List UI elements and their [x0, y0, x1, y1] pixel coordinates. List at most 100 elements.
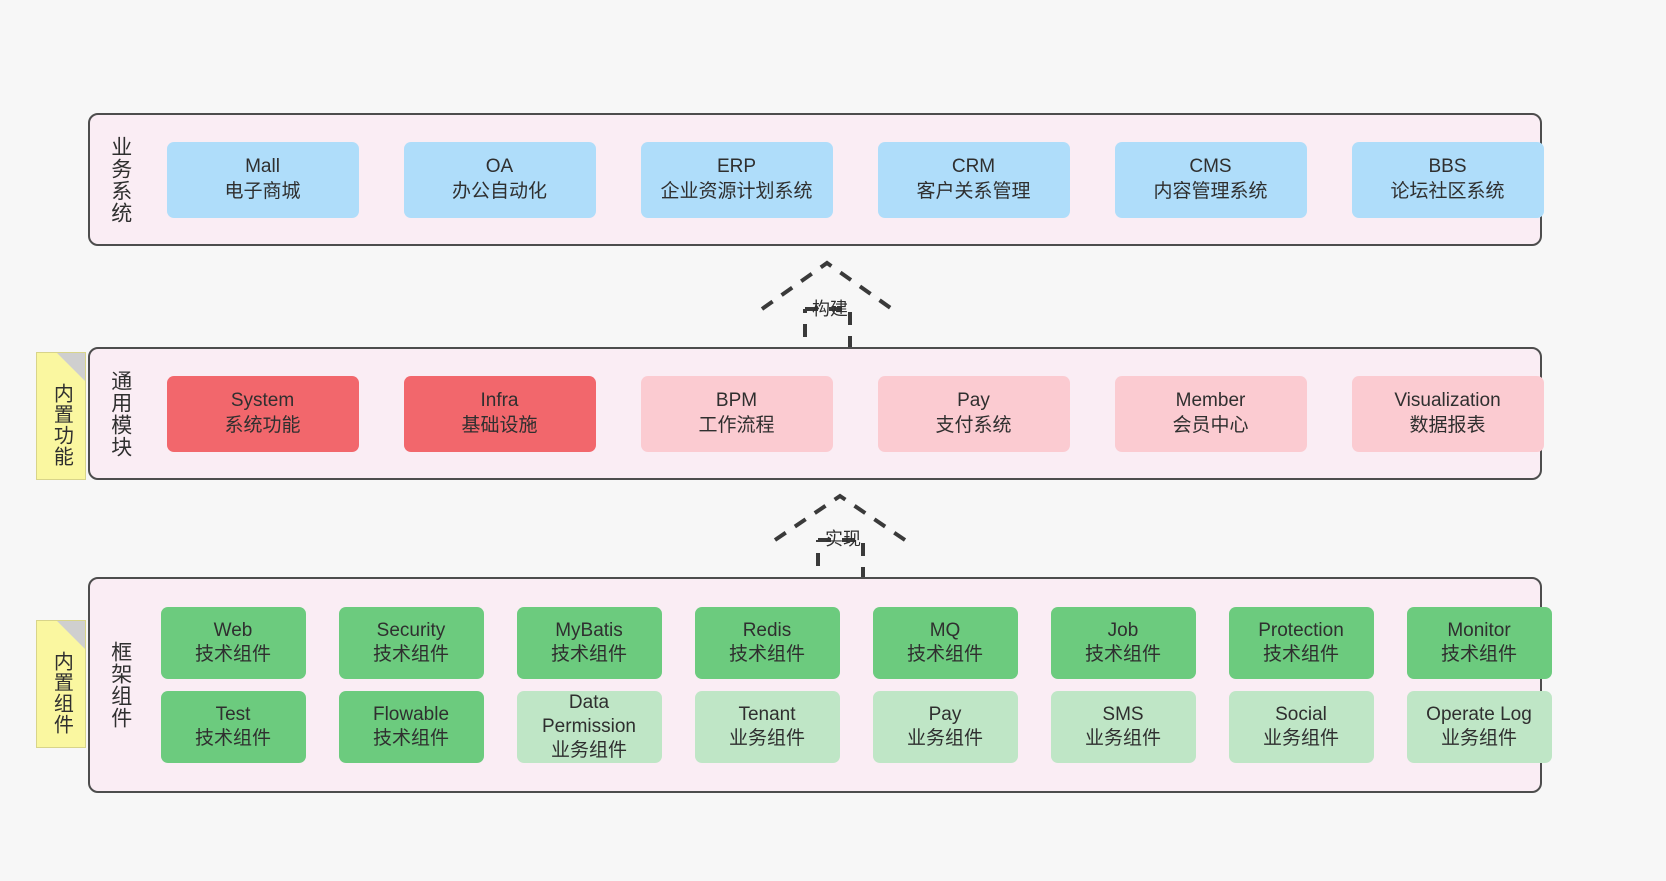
card-data-permission[interactable]: Data Permission 业务组件 — [516, 691, 662, 763]
card-title: System — [230, 390, 295, 412]
card-subtitle: 技术组件 — [1440, 644, 1517, 665]
card-title: Job — [1107, 619, 1139, 641]
layer-title-framework-component: 框架组件 — [108, 641, 132, 729]
card-subtitle: 业务组件 — [906, 728, 983, 749]
card-subtitle: 办公自动化 — [451, 180, 547, 202]
card-title: CMS — [1189, 156, 1232, 178]
sticky-fold-corner — [57, 621, 85, 649]
card-redis[interactable]: Redis 技术组件 — [694, 607, 840, 679]
card-flowable[interactable]: Flowable 技术组件 — [338, 691, 484, 763]
card-subtitle: 技术组件 — [194, 728, 271, 749]
card-operate-log[interactable]: Operate Log 业务组件 — [1406, 691, 1552, 763]
card-subtitle: 技术组件 — [728, 644, 805, 665]
card-title: OA — [485, 156, 514, 178]
card-title: Pay — [928, 703, 962, 725]
card-title: Member — [1175, 390, 1246, 412]
card-title: Social — [1275, 703, 1327, 725]
card-subtitle: 客户关系管理 — [916, 180, 1031, 202]
card-title: BBS — [1428, 156, 1467, 178]
card-pay[interactable]: Pay 业务组件 — [872, 691, 1018, 763]
card-subtitle: 业务组件 — [1440, 728, 1517, 749]
connector-build-label: 构建 — [812, 299, 848, 319]
implement-arrowhead — [773, 493, 907, 542]
card-subtitle: 电子商城 — [224, 180, 301, 202]
layer-title-business-system: 业务系统 — [108, 135, 132, 224]
card-title: Operate Log — [1426, 703, 1532, 725]
sticky-note-builtin-function: 内置功能 — [36, 352, 86, 480]
card-subtitle: 基础设施 — [461, 414, 538, 436]
card-title: Infra — [480, 390, 519, 412]
card-social[interactable]: Social 业务组件 — [1228, 691, 1374, 763]
card-title: Visualization — [1394, 390, 1501, 412]
card-test[interactable]: Test 技术组件 — [160, 691, 306, 763]
sticky-note-builtin-component: 内置组件 — [36, 620, 86, 748]
card-subtitle: 工作流程 — [698, 414, 775, 436]
card-security[interactable]: Security 技术组件 — [338, 607, 484, 679]
card-sms[interactable]: SMS 业务组件 — [1050, 691, 1196, 763]
card-subtitle: 技术组件 — [372, 644, 449, 665]
card-subtitle: 技术组件 — [372, 728, 449, 749]
card-row: Test 技术组件 Flowable 技术组件 Data Permission 业务组件 T… — [144, 691, 1568, 763]
card-title: SMS — [1102, 703, 1144, 725]
connector-build: 构建 — [755, 257, 905, 350]
card-title: Test — [215, 703, 251, 725]
card-title: MQ — [929, 619, 961, 641]
sticky-note-label: 内置组件 — [50, 651, 73, 735]
card-title: CRM — [951, 156, 996, 178]
card-title: Data Permission — [542, 691, 636, 737]
card-subtitle: 内容管理系统 — [1153, 180, 1268, 202]
sticky-fold-corner — [57, 353, 85, 381]
card-title: Security — [376, 619, 446, 641]
connector-implement-label: 实现 — [825, 529, 861, 549]
card-title: Tenant — [738, 703, 796, 725]
card-subtitle: 业务组件 — [1262, 728, 1339, 749]
card-title: Redis — [742, 619, 792, 641]
card-subtitle: 业务组件 — [1084, 728, 1161, 749]
card-monitor[interactable]: Monitor 技术组件 — [1406, 607, 1552, 679]
card-title: MyBatis — [555, 619, 623, 641]
layer-title-common-module: 通用模块 — [108, 369, 132, 458]
build-shaft — [803, 307, 852, 350]
card-subtitle: 会员中心 — [1172, 414, 1249, 436]
card-subtitle: 技术组件 — [194, 644, 271, 665]
card-job[interactable]: Job 技术组件 — [1050, 607, 1196, 679]
card-title: Mall — [245, 156, 280, 178]
card-subtitle: 支付系统 — [935, 414, 1012, 436]
card-title: Monitor — [1447, 619, 1511, 641]
connector-implement: 实现 — [768, 490, 918, 580]
card-title: Protection — [1258, 619, 1344, 641]
card-subtitle: 技术组件 — [1084, 644, 1161, 665]
card-title: Flowable — [372, 703, 450, 725]
implement-shaft — [816, 538, 865, 580]
card-subtitle: 业务组件 — [550, 740, 627, 762]
sticky-note-label: 内置功能 — [50, 383, 73, 467]
card-title: Pay — [957, 390, 990, 412]
card-subtitle: 论坛社区系统 — [1390, 180, 1505, 202]
